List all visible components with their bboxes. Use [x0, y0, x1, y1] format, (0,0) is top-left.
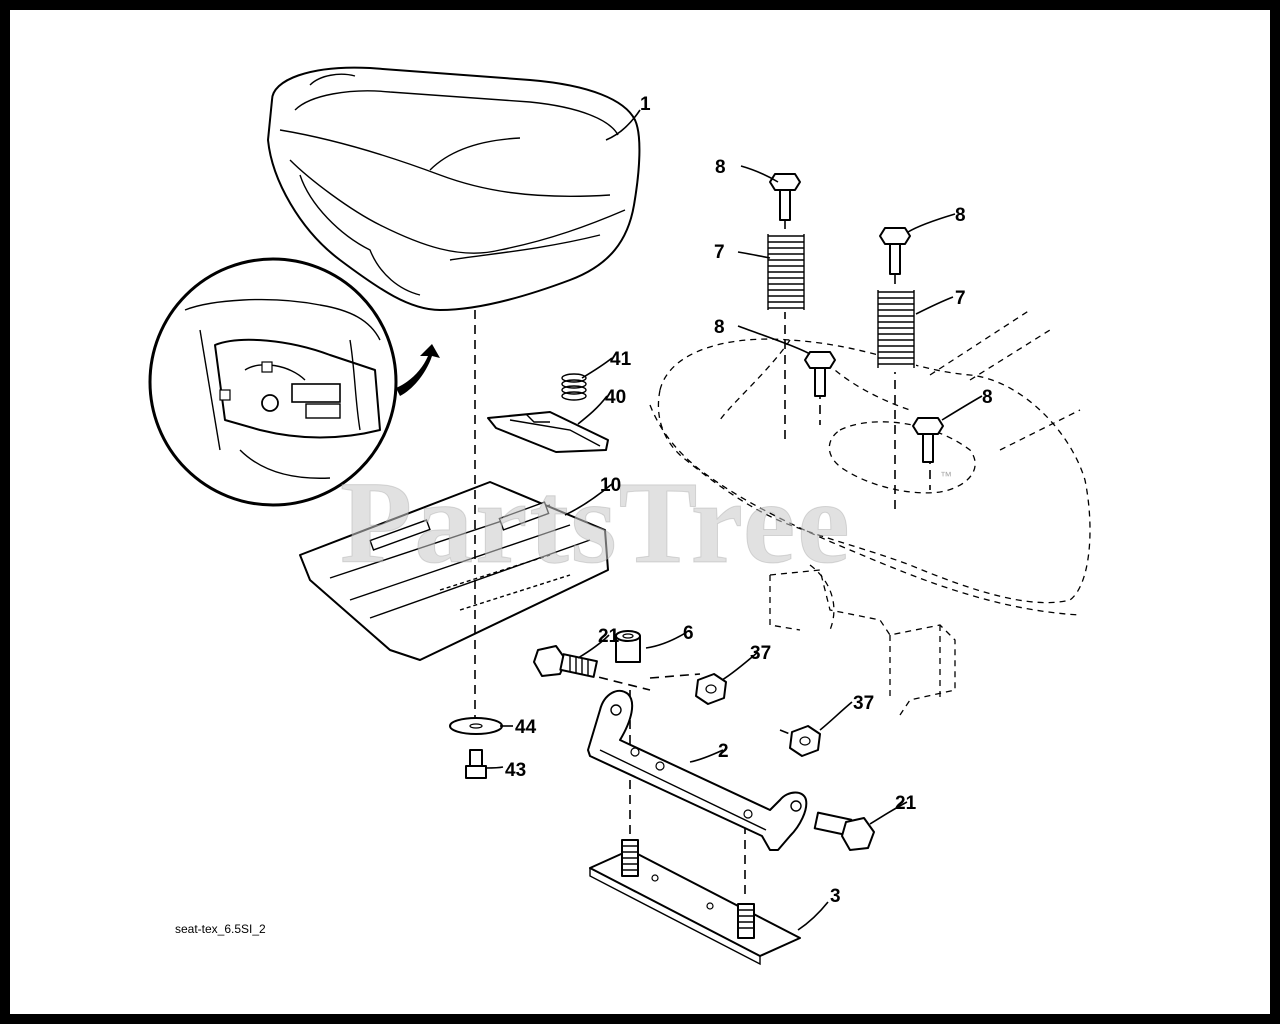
callout-bracket: 2	[718, 741, 729, 762]
bolt-top-right	[879, 227, 911, 275]
callout-clip: 40	[605, 387, 626, 408]
spring-right	[876, 288, 916, 372]
base-plate	[589, 839, 801, 966]
callout-spring-right: 7	[955, 288, 966, 309]
watermark: PartsTree	[340, 457, 852, 588]
callout-bolt-top-right: 8	[955, 205, 966, 226]
detail-inset	[148, 257, 440, 507]
seat	[267, 66, 641, 311]
bolt-left	[533, 645, 598, 678]
callout-spacer: 6	[683, 623, 694, 644]
callout-nut-upper: 37	[750, 643, 771, 664]
bracket	[587, 689, 808, 851]
washer	[449, 717, 503, 735]
callout-seat: 1	[640, 94, 651, 115]
small-spring	[561, 373, 587, 401]
callout-small-spring: 41	[610, 349, 632, 370]
bolt-right	[813, 811, 875, 851]
callout-base-plate: 3	[830, 886, 841, 907]
callout-washer: 44	[515, 717, 537, 738]
spacer	[615, 630, 641, 663]
bolt-top-left	[769, 173, 801, 221]
callout-bolt-mid-right: 8	[982, 387, 993, 408]
callouts: 1 8 8 7 7 8 8 41 40 10 21 6 37 37 2 21 3…	[505, 94, 993, 907]
screw	[465, 749, 487, 779]
callout-bolt-mid-left: 8	[714, 317, 725, 338]
clip	[487, 411, 609, 453]
seat-pan	[299, 481, 609, 661]
leader-lines	[485, 109, 983, 931]
callout-screw: 43	[505, 760, 526, 781]
callout-seat-pan: 10	[600, 475, 621, 496]
bolt-mid-left	[804, 351, 836, 397]
nut-lower	[789, 725, 821, 757]
callout-bolt-left: 21	[598, 626, 620, 647]
callout-spring-left: 7	[714, 242, 725, 263]
callout-bolt-top-left: 8	[715, 157, 726, 178]
parts-diagram: PartsTree ™	[148, 66, 1091, 966]
nut-upper	[695, 673, 727, 705]
diagram-sheet: PartsTree ™	[10, 10, 1270, 1014]
bolt-mid-right	[912, 417, 944, 463]
callout-bolt-right: 21	[895, 793, 917, 814]
frame-outline	[649, 309, 1091, 716]
callout-nut-lower: 37	[853, 693, 874, 714]
diagram-caption: seat-tex_6.5SI_2	[175, 922, 266, 936]
watermark-tm: ™	[940, 469, 952, 483]
spring-left	[765, 232, 805, 312]
